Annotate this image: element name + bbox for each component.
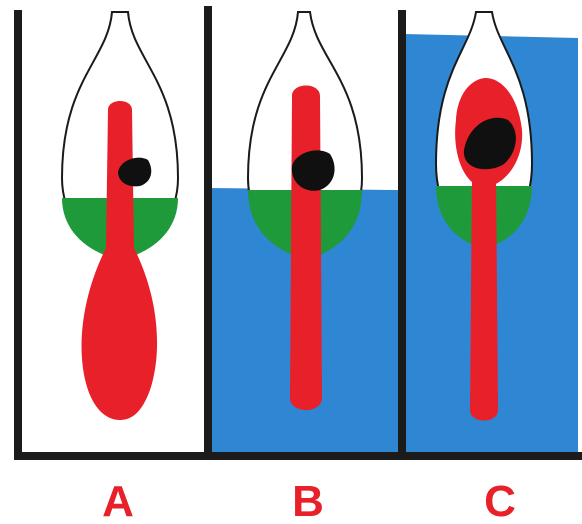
panel-a (62, 12, 178, 420)
panel-a-label: A (102, 477, 134, 524)
panel-c-label: C (484, 477, 516, 524)
panel-b-red-tube (290, 86, 322, 411)
panel-c-red-tube (470, 176, 498, 421)
panel-b (208, 12, 398, 452)
panel-c (404, 12, 578, 452)
panel-b-label: B (292, 477, 324, 524)
panel-a-red-bulb (82, 101, 158, 420)
